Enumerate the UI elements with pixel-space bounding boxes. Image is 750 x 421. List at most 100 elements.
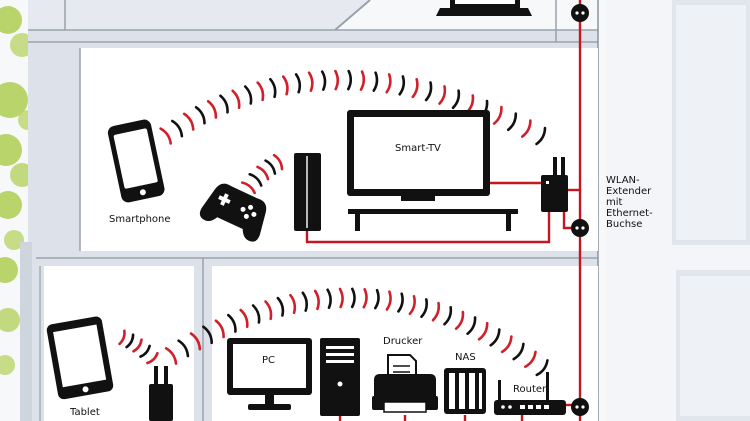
wifi-wave-mark bbox=[206, 100, 218, 119]
wifi-signal-lower bbox=[164, 287, 549, 377]
label-smartphone: Smartphone bbox=[109, 214, 171, 225]
wifi-wave-mark bbox=[372, 71, 379, 92]
wifi-wave-mark bbox=[524, 350, 537, 368]
neighbour-facade bbox=[605, 0, 750, 421]
wifi-wave-mark bbox=[451, 89, 461, 110]
wifi-wave-mark bbox=[408, 295, 416, 316]
printer-icon bbox=[372, 354, 438, 413]
wifi-signal-upper bbox=[159, 69, 547, 146]
pc-tower-icon bbox=[320, 338, 360, 416]
wifi-wave-mark bbox=[194, 106, 206, 125]
wifi-wave-mark bbox=[492, 105, 503, 125]
wifi-wave-mark bbox=[535, 126, 547, 146]
wifi-wave-mark bbox=[477, 321, 489, 341]
wifi-wave-mark bbox=[506, 112, 518, 132]
wifi-wave-mark bbox=[385, 290, 392, 311]
wifi-wave-mark bbox=[438, 85, 447, 105]
label-extender-line-3: mit bbox=[606, 197, 623, 208]
console-icon bbox=[294, 153, 321, 231]
wifi-wave-mark bbox=[374, 288, 380, 310]
wifi-wave-mark bbox=[466, 316, 477, 335]
tv-icon bbox=[347, 110, 490, 201]
wifi-wave-mark bbox=[334, 69, 340, 91]
tablet-icon bbox=[46, 316, 114, 400]
router-icon bbox=[494, 372, 566, 415]
wifi-wave-mark bbox=[454, 310, 465, 330]
wifi-wave-mark bbox=[362, 288, 368, 309]
wifi-wave-mark bbox=[159, 127, 172, 145]
wifi-wave-mark bbox=[171, 119, 184, 138]
wifi-wave-mark bbox=[320, 70, 327, 91]
wifi-wave-mark bbox=[189, 332, 202, 351]
label-extender-line-1: WLAN- bbox=[606, 175, 640, 186]
wifi-wave-mark bbox=[326, 288, 332, 309]
wifi-wave-mark bbox=[443, 306, 453, 326]
wifi-wave-mark bbox=[489, 328, 501, 347]
wifi-wave-mark bbox=[347, 69, 353, 91]
wifi-wave-mark bbox=[269, 78, 277, 99]
powerline-adapter-icon bbox=[149, 366, 173, 421]
wifi-wave-mark bbox=[243, 85, 253, 105]
wifi-wave-mark bbox=[411, 78, 419, 99]
wifi-wave-mark bbox=[231, 89, 241, 109]
wifi-wave-mark bbox=[431, 301, 441, 322]
wifi-wave-mark bbox=[398, 75, 406, 96]
wifi-wave-mark bbox=[146, 351, 159, 365]
wifi-wave-mark bbox=[294, 73, 302, 94]
wifi-wave-mark bbox=[239, 308, 249, 329]
label-extender-line-5: Buchse bbox=[606, 219, 642, 230]
gamepad-icon bbox=[199, 183, 267, 242]
wifi-wave-mark bbox=[241, 181, 256, 195]
smartphone-icon bbox=[107, 119, 165, 203]
wall-socket-icon bbox=[571, 4, 589, 416]
wifi-wave-mark bbox=[177, 339, 190, 358]
monitor-icon bbox=[227, 338, 312, 410]
wifi-wave-mark bbox=[397, 292, 404, 313]
wifi-wave-mark bbox=[301, 291, 308, 312]
wifi-wave-mark bbox=[248, 173, 263, 187]
wifi-wave-mark bbox=[512, 342, 525, 361]
wifi-wave-mark bbox=[214, 319, 225, 339]
laptop-icon bbox=[436, 0, 532, 16]
wifi-wave-mark bbox=[251, 304, 261, 324]
ethernet-cables bbox=[160, 0, 582, 421]
wifi-wave-mark bbox=[500, 335, 513, 354]
wifi-wave-mark bbox=[424, 81, 433, 102]
label-router: Router bbox=[513, 384, 547, 395]
wifi-wave-mark bbox=[313, 289, 320, 311]
wifi-wave-mark bbox=[521, 119, 532, 138]
wlan-extender-icon bbox=[541, 157, 568, 212]
wifi-wave-mark bbox=[164, 347, 178, 365]
wifi-wave-mark bbox=[227, 313, 237, 333]
wifi-wave-mark bbox=[289, 293, 297, 315]
wifi-signal-gamepad bbox=[241, 153, 284, 195]
label-tablet: Tablet bbox=[69, 407, 100, 418]
wifi-wave-mark bbox=[139, 344, 151, 358]
wifi-wave-mark bbox=[125, 333, 135, 349]
wifi-wave-mark bbox=[264, 300, 273, 321]
wifi-wave-mark bbox=[420, 298, 429, 319]
label-pc: PC bbox=[262, 355, 275, 366]
nas-icon bbox=[444, 368, 486, 414]
wifi-wave-mark bbox=[118, 329, 126, 346]
tv-stand-icon bbox=[348, 209, 518, 231]
label-nas: NAS bbox=[455, 352, 476, 363]
wifi-wave-mark bbox=[256, 165, 270, 181]
wifi-wave-mark bbox=[350, 287, 356, 309]
wifi-wave-mark bbox=[385, 73, 392, 94]
wifi-wave-mark bbox=[202, 325, 213, 345]
label-smart-tv: Smart-TV bbox=[395, 143, 441, 154]
label-drucker: Drucker bbox=[383, 336, 423, 347]
wifi-wave-mark bbox=[132, 338, 143, 353]
wifi-wave-mark bbox=[338, 287, 344, 309]
wifi-wave-mark bbox=[359, 70, 366, 91]
wifi-wave-mark bbox=[264, 159, 277, 175]
label-extender-line-2: Extender bbox=[606, 186, 652, 197]
wifi-wave-mark bbox=[219, 94, 229, 114]
wifi-wave-mark bbox=[182, 112, 195, 131]
wifi-wave-mark bbox=[272, 153, 284, 171]
wifi-wave-mark bbox=[256, 81, 265, 102]
label-extender-line-4: Ethernet- bbox=[606, 208, 653, 219]
wifi-wave-mark bbox=[535, 359, 549, 377]
